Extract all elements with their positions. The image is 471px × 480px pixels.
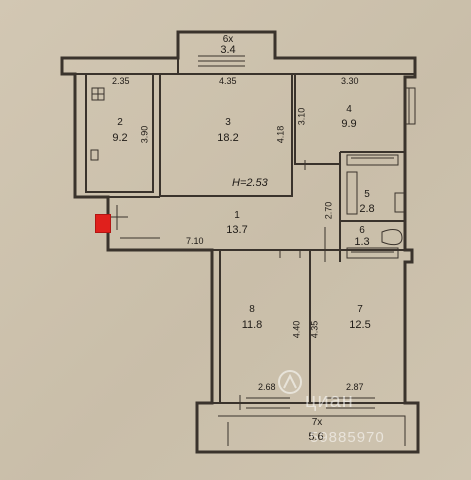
room-number-4: 4: [346, 104, 352, 115]
ceiling-height-label: H=2.53: [232, 177, 268, 189]
room-area-balcony-6x: 3.4: [220, 44, 236, 56]
room-area-balcony-7x: 5.6: [308, 431, 324, 443]
room-number-7: 7: [357, 304, 363, 315]
dimension-2-68: 2.68: [258, 382, 276, 392]
dimension-3-30: 3.30: [341, 76, 359, 86]
dimension-3-90: 3.90: [139, 125, 150, 144]
dimension-2-87: 2.87: [346, 382, 364, 392]
dimension-2-35: 2.35: [112, 76, 130, 86]
room-area-8: 11.8: [241, 319, 263, 331]
dimension-7-10: 7.10: [186, 236, 204, 246]
room-area-4: 9.9: [341, 118, 357, 130]
dimension-2-70: 2.70: [323, 201, 334, 220]
watermark-brand: циан: [305, 390, 354, 412]
room-number-2: 2: [117, 117, 123, 128]
watermark-phone: 59885970: [310, 429, 385, 446]
room-number-balcony-6x: 6x: [222, 34, 234, 45]
dimension-4-18: 4.18: [275, 125, 286, 144]
room-area-2: 9.2: [112, 132, 128, 144]
room-number-8: 8: [249, 304, 255, 315]
room-area-7: 12.5: [349, 319, 371, 331]
dimension-4-40: 4.40: [291, 320, 302, 339]
dimension-4-35-vertical: 4.35: [309, 320, 320, 339]
room-number-6: 6: [359, 225, 365, 236]
room-number-3: 3: [225, 117, 231, 128]
room-area-1: 13.7: [226, 224, 248, 236]
watermark-logo-icon: [278, 370, 302, 394]
dimension-4-35: 4.35: [219, 76, 237, 86]
room-number-balcony-7x: 7x: [311, 417, 323, 428]
dimension-3-10: 3.10: [296, 107, 307, 126]
room-area-3: 18.2: [217, 132, 239, 144]
room-area-5: 2.8: [359, 203, 375, 215]
room-number-1: 1: [234, 210, 240, 221]
room-area-6: 1.3: [354, 236, 370, 248]
location-marker: [95, 214, 111, 233]
room-number-5: 5: [364, 189, 370, 200]
